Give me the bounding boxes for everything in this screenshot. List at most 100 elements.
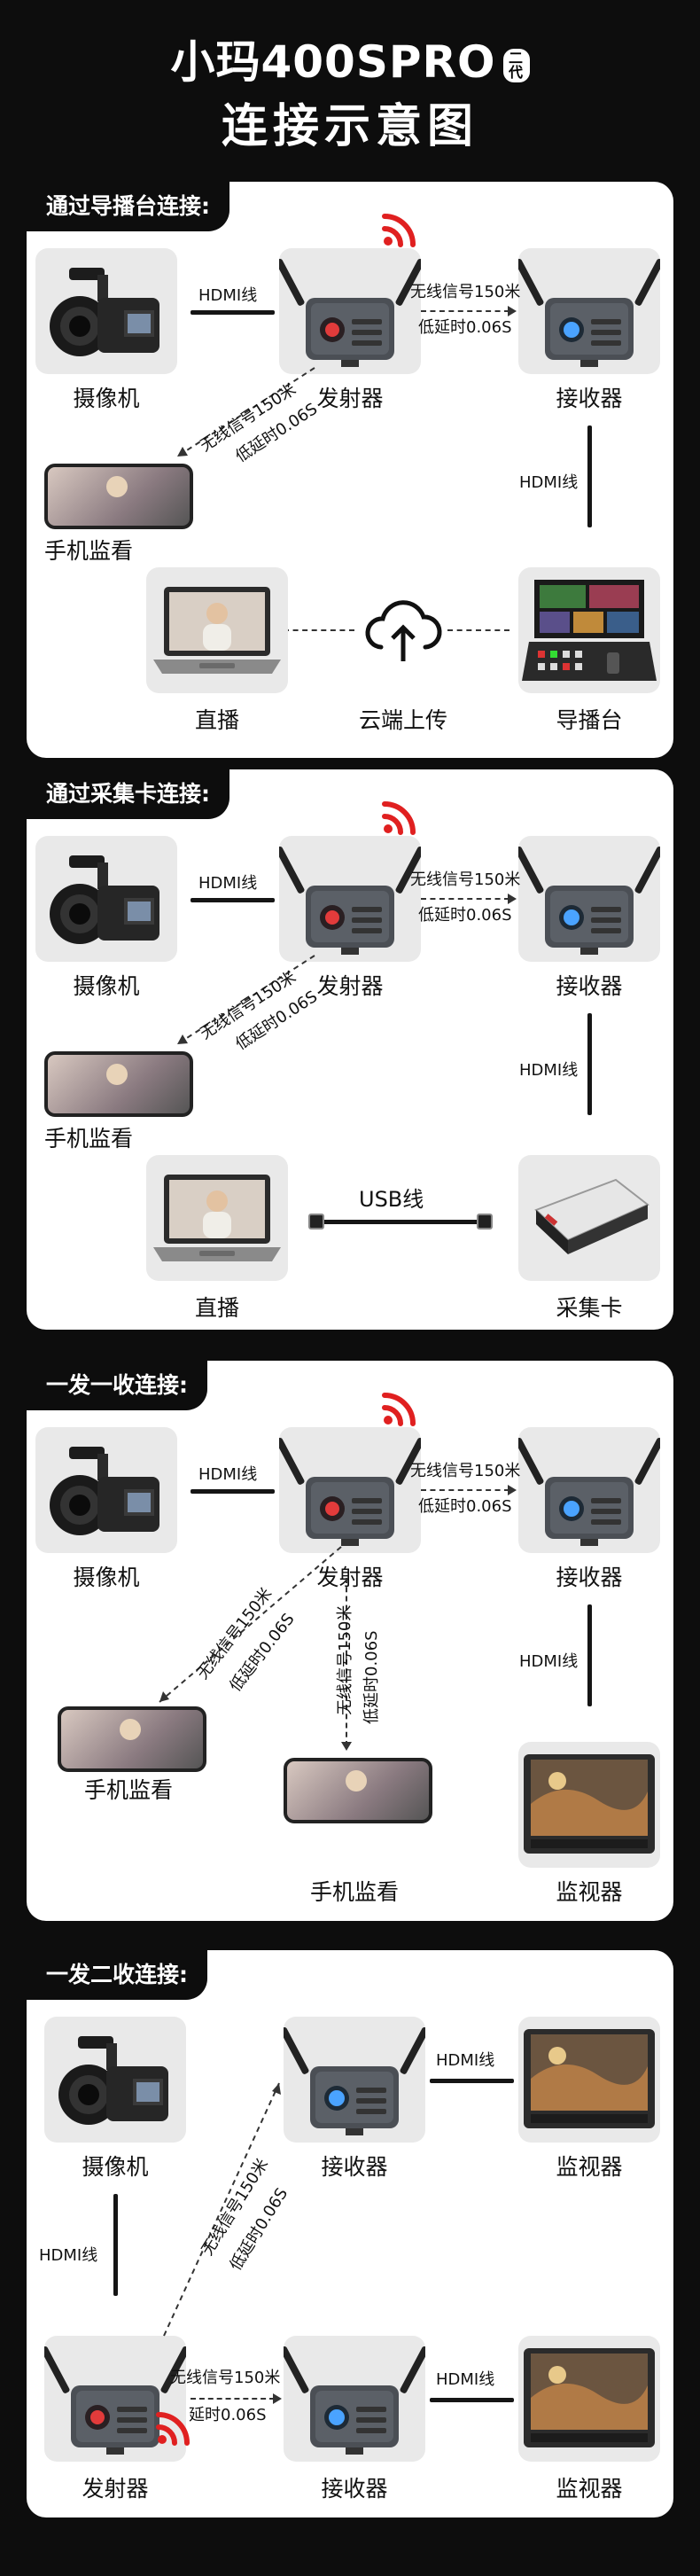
camera-label: 摄像机 xyxy=(82,2154,149,2180)
receiver-label: 接收器 xyxy=(321,2476,388,2502)
camera-label: 摄像机 xyxy=(73,386,140,411)
receiver-label: 接收器 xyxy=(556,973,623,999)
wireless-link xyxy=(176,367,315,457)
arrow-icon xyxy=(341,1742,352,1751)
wireless-link xyxy=(346,1578,347,1746)
live-box xyxy=(146,1155,288,1281)
transmitter-label: 发射器 xyxy=(316,386,384,411)
section-one-to-two: 一发二收连接: 摄像机 HDMI线 发射器 接收器 接收器 监视器 监视器 HD… xyxy=(27,1950,673,2517)
live-label: 直播 xyxy=(194,707,239,733)
receiver-device-icon xyxy=(518,248,660,374)
transmitter-label: 发射器 xyxy=(316,973,384,999)
hdmi-cable xyxy=(113,2194,118,2296)
wifi-signal-icon xyxy=(381,213,416,248)
video-camera-icon xyxy=(35,248,177,374)
cloud-label: 云端上传 xyxy=(358,707,447,733)
hdmi-label: HDMI线 xyxy=(198,874,258,893)
latency-label: 延时0.06S xyxy=(189,2406,267,2424)
hdmi-label: HDMI线 xyxy=(436,2051,495,2070)
transmitter-device-icon xyxy=(279,836,421,962)
receiver-label: 接收器 xyxy=(321,2154,388,2180)
arrow-icon xyxy=(508,306,517,316)
section-capture: 通过采集卡连接: 摄像机 发射器 接收器 HDMI线 无线信号150米 低延时0… xyxy=(27,769,673,1330)
monitor-label: 监视器 xyxy=(556,1879,623,1905)
monitor-box xyxy=(518,2336,660,2462)
wireless-link xyxy=(421,1489,509,1491)
receiver-label: 接收器 xyxy=(556,386,623,411)
wireless-link xyxy=(191,2398,275,2400)
upload-link xyxy=(284,629,354,631)
laptop-icon xyxy=(146,567,288,693)
usb-plug xyxy=(477,1214,493,1229)
transmitter-box xyxy=(279,248,421,374)
hdmi-label: HDMI线 xyxy=(39,2246,98,2265)
monitor-box xyxy=(518,2017,660,2143)
hdmi-label: HDMI线 xyxy=(436,2370,495,2389)
hdmi-cable xyxy=(587,425,592,527)
receiver-box xyxy=(284,2017,425,2143)
wireless-link xyxy=(159,1546,342,1703)
hdmi-cable xyxy=(191,898,275,902)
transmitter-box xyxy=(279,836,421,962)
monitor-icon xyxy=(518,1742,660,1868)
switcher-box xyxy=(518,567,660,693)
wireless-link xyxy=(163,2082,281,2337)
live-label: 直播 xyxy=(194,1295,239,1321)
camera-label: 摄像机 xyxy=(73,973,140,999)
upload-link xyxy=(447,629,509,631)
capture-box xyxy=(518,1155,660,1281)
phone-icon xyxy=(58,1706,206,1772)
cloud-upload-icon xyxy=(365,600,442,661)
section-one-to-one: 一发一收连接: 摄像机 发射器 接收器 HDMI线 无线信号150米 低延时0.… xyxy=(27,1361,673,1921)
receiver-box xyxy=(284,2336,425,2462)
latency-label: 低延时0.06S xyxy=(418,906,512,925)
hdmi-label: HDMI线 xyxy=(519,1061,579,1080)
capture-card-icon xyxy=(518,1155,660,1281)
usb-label: USB线 xyxy=(359,1187,424,1212)
hdmi-cable xyxy=(430,2079,514,2083)
camera-box xyxy=(35,836,177,962)
video-camera-icon xyxy=(35,836,177,962)
arrow-icon xyxy=(508,1485,517,1495)
phone-icon xyxy=(284,1758,432,1823)
section-tag: 一发一收连接: xyxy=(27,1361,207,1410)
wireless-link xyxy=(176,955,315,1045)
hdmi-cable xyxy=(430,2398,514,2402)
camera-box xyxy=(35,1427,177,1553)
phone-label: 手机监看 xyxy=(43,1126,133,1151)
monitor-label: 监视器 xyxy=(556,2476,623,2502)
phone-icon xyxy=(44,464,193,529)
section-switcher: 通过导播台连接: 摄像机 发射器 接收器 HDMI线 无线信号150米 低延时0… xyxy=(27,182,673,758)
arrow-icon xyxy=(273,2393,282,2404)
wireless-link xyxy=(421,310,509,312)
wireless-label: 无线信号150米 xyxy=(336,1604,354,1715)
section-tag: 通过导播台连接: xyxy=(27,182,229,231)
latency-label: 低延时0.06S xyxy=(362,1630,381,1724)
receiver-device-icon xyxy=(518,1427,660,1553)
wireless-label: 无线信号150米 xyxy=(410,283,521,301)
hdmi-label: HDMI线 xyxy=(198,1465,258,1484)
hdmi-cable xyxy=(587,1604,592,1706)
section-tag: 一发二收连接: xyxy=(27,1950,207,2000)
wifi-signal-icon xyxy=(381,1392,416,1427)
transmitter-label: 发射器 xyxy=(82,2476,149,2502)
section-tag: 通过采集卡连接: xyxy=(27,769,229,819)
receiver-device-icon xyxy=(518,836,660,962)
hdmi-label: HDMI线 xyxy=(198,286,258,305)
transmitter-label: 发射器 xyxy=(316,1565,384,1590)
usb-plug xyxy=(308,1214,324,1229)
wireless-label: 无线信号150米 xyxy=(170,2369,281,2387)
wireless-label: 无线信号150米 xyxy=(410,870,521,889)
wireless-label: 无线信号150米 xyxy=(410,1462,521,1480)
monitor-icon xyxy=(518,2017,660,2143)
transmitter-device-icon xyxy=(279,248,421,374)
transmitter-box xyxy=(279,1427,421,1553)
wifi-signal-icon xyxy=(381,800,416,836)
phone-label: 手机监看 xyxy=(83,1777,173,1803)
phone-icon xyxy=(44,1051,193,1117)
transmitter-device-icon xyxy=(279,1427,421,1553)
switcher-label: 导播台 xyxy=(556,707,623,733)
usb-cable xyxy=(315,1220,483,1224)
generation-badge: 二代 xyxy=(502,48,530,82)
